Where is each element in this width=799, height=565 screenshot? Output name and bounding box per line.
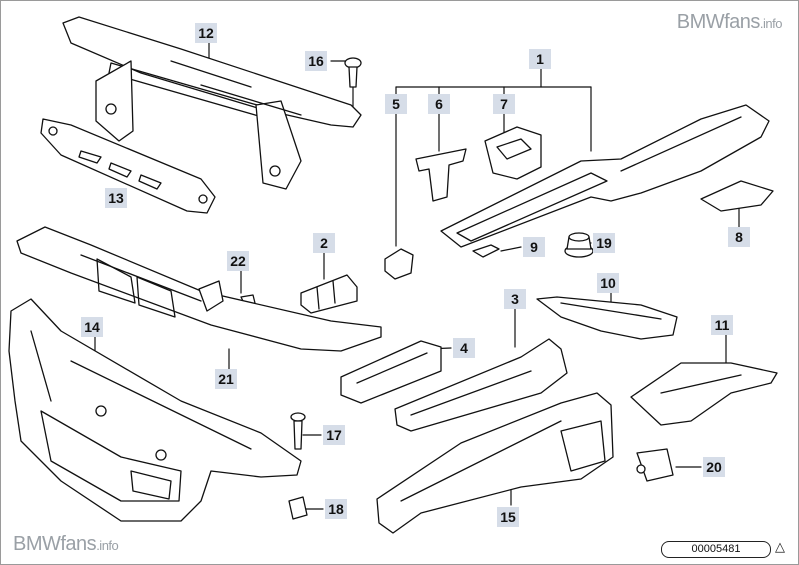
part-5-mount — [384, 248, 414, 280]
part-3-member — [394, 338, 568, 432]
callout-7[interactable]: 7 — [493, 94, 515, 114]
part-15-lower-member — [376, 392, 614, 534]
callout-5[interactable]: 5 — [385, 94, 407, 114]
callout-10[interactable]: 10 — [597, 273, 619, 293]
callout-16[interactable]: 16 — [305, 51, 327, 71]
callout-6[interactable]: 6 — [428, 94, 450, 114]
callout-18[interactable]: 18 — [325, 499, 347, 519]
watermark-bottom: BMWfans.info — [13, 533, 119, 555]
callout-21[interactable]: 21 — [215, 369, 237, 389]
callout-20[interactable]: 20 — [703, 457, 725, 477]
callout-13[interactable]: 13 — [105, 188, 127, 208]
part-16-screw — [344, 57, 362, 88]
part-8-plate — [700, 180, 774, 212]
watermark-top: BMWfans.info — [676, 11, 783, 33]
part-6-bracket — [415, 148, 467, 202]
corner-triangle-icon: △ — [775, 539, 785, 554]
part-7-bracket — [484, 126, 542, 180]
part-20-bracket — [636, 448, 674, 482]
callout-19[interactable]: 19 — [593, 233, 615, 253]
part-9-clip — [472, 244, 500, 258]
part-19-rubber-plug — [564, 232, 594, 258]
part-17-bolt — [290, 412, 306, 450]
callout-8[interactable]: 8 — [728, 227, 750, 247]
part-10-reinforcement — [536, 296, 678, 340]
callout-1[interactable]: 1 — [529, 49, 551, 69]
part-14-front-panel — [8, 298, 302, 522]
callout-2[interactable]: 2 — [313, 233, 335, 253]
callout-14[interactable]: 14 — [81, 317, 103, 337]
part-18-nut — [288, 496, 308, 520]
part-21-front-trim — [16, 226, 382, 352]
callout-3[interactable]: 3 — [504, 289, 526, 309]
part-2-mount — [300, 274, 358, 314]
callout-4[interactable]: 4 — [453, 338, 475, 358]
part-12-upper-support — [62, 16, 362, 190]
reference-number: 00005481 — [661, 541, 771, 558]
part-4-member-end — [340, 340, 442, 404]
part-13-lower-bracket — [40, 118, 216, 214]
callout-22[interactable]: 22 — [227, 251, 249, 271]
part-11-wheel-arch — [630, 362, 778, 426]
callout-11[interactable]: 11 — [711, 315, 733, 335]
callout-15[interactable]: 15 — [497, 507, 519, 527]
part-1-longitudinal-member — [440, 104, 770, 248]
callout-17[interactable]: 17 — [323, 425, 345, 445]
callout-12[interactable]: 12 — [195, 23, 217, 43]
callout-9[interactable]: 9 — [523, 237, 545, 257]
